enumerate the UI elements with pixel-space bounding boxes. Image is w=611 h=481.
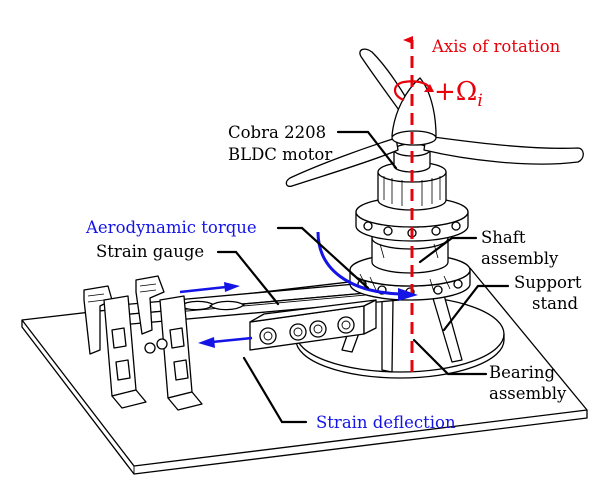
axis-of-rotation-label: Axis of rotation <box>431 37 561 56</box>
shaft-label-line2: assembly <box>481 249 559 268</box>
motor-label-line2: BLDC motor <box>228 145 332 164</box>
left-mount-brackets <box>83 275 203 411</box>
cantilever-beam <box>119 279 401 326</box>
strain-deflection-arrows <box>179 282 253 348</box>
support-label-line1: Support <box>514 273 582 292</box>
shaft-label-line1: Shaft <box>481 228 526 247</box>
bearing-label-line2: assembly <box>489 384 567 403</box>
strain-deflection-label: Strain deflection <box>316 413 456 432</box>
strain-gauge-label: Strain gauge <box>96 242 204 261</box>
labels: Axis of rotation +Ωi Cobra 2208 BLDC mot… <box>85 37 582 432</box>
propeller <box>285 48 584 188</box>
screw-heads <box>259 316 355 345</box>
aerodynamic-torque-label: Aerodynamic torque <box>85 218 257 237</box>
motor-label-line1: Cobra 2208 <box>228 123 326 142</box>
clamp-block <box>249 299 377 351</box>
bearing-label-line1: Bearing <box>489 363 556 382</box>
axis-of-rotation-line <box>393 36 434 372</box>
support-label-line2: stand <box>532 294 579 313</box>
leader-lines <box>216 130 510 424</box>
shaft-assembly <box>349 196 471 301</box>
omega-label: +Ωi <box>434 77 483 111</box>
